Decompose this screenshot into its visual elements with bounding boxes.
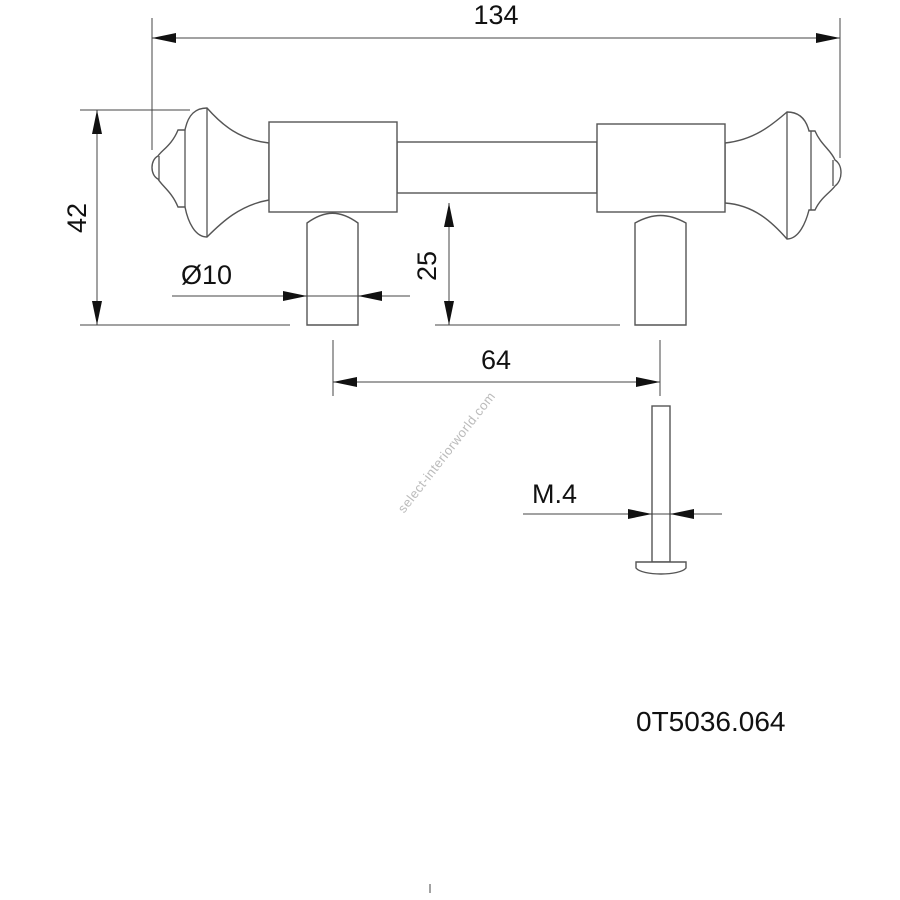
right-post (634, 214, 687, 326)
right-block (596, 123, 726, 213)
dimension-label-25: 25 (412, 251, 442, 281)
dimension-post-diameter: Ø10 (172, 260, 410, 301)
dimension-label-64: 64 (481, 345, 511, 375)
dimension-screw-thread: M.4 (523, 479, 722, 519)
dimension-post-height: 25 (412, 203, 620, 326)
left-post (306, 212, 359, 326)
dimension-label-134: 134 (473, 0, 518, 30)
dimension-height: 42 (62, 109, 290, 326)
watermark: select-interiorworld.com (395, 389, 499, 516)
dimension-label-diameter: Ø10 (181, 260, 232, 290)
part-number: 0T5036.064 (636, 706, 785, 737)
screw (635, 405, 687, 575)
dimension-hole-spacing: 64 (332, 340, 661, 396)
dimension-label-42: 42 (62, 203, 92, 233)
handle-side-view (151, 107, 842, 326)
dimension-overall-length: 134 (151, 0, 841, 158)
left-block (268, 121, 398, 213)
dimension-label-m4: M.4 (532, 479, 577, 509)
